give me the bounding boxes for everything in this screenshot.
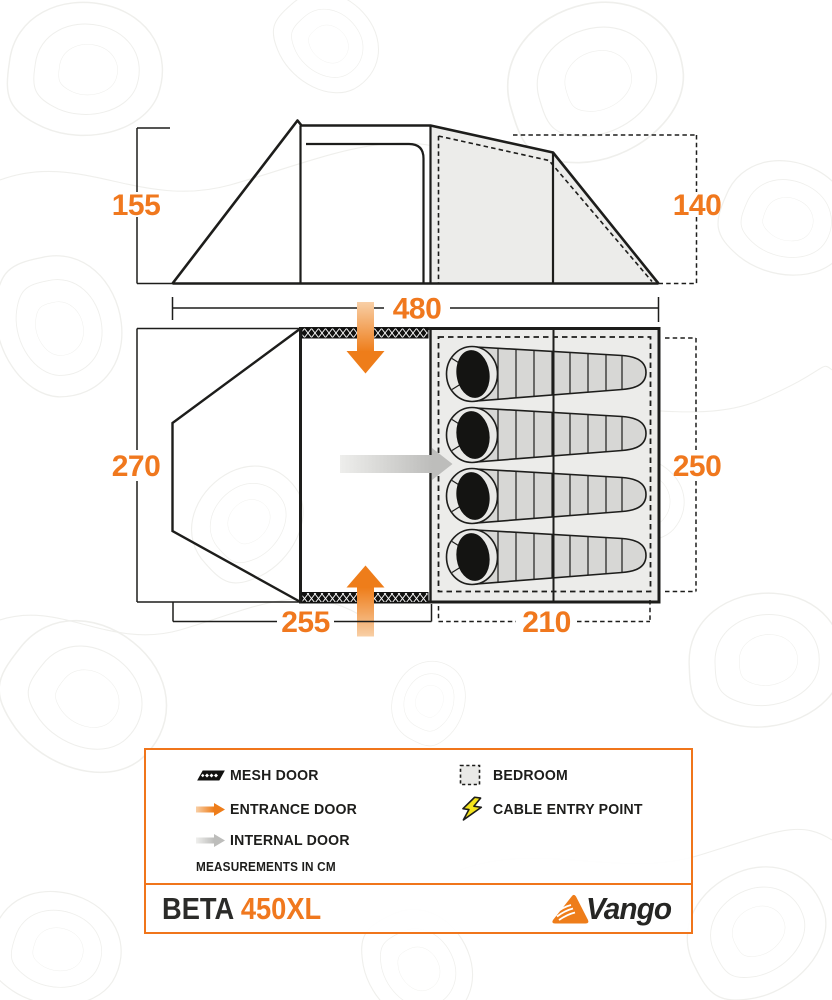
legend-label-bedroom: BEDROOM <box>493 766 568 784</box>
bedroom-dashed-border <box>437 336 652 593</box>
dim-label-140: 140 <box>673 189 722 222</box>
legend-item-bedroom: BEDROOM <box>459 764 573 786</box>
legend-label-cable-entry: CABLE ENTRY POINT <box>493 800 643 818</box>
entrance-door-arrow-bottom <box>346 565 385 637</box>
dimension-270 <box>136 327 299 603</box>
elevation-door-outline <box>306 142 425 284</box>
dim-label-480: 480 <box>393 293 442 326</box>
vango-logo: Vango <box>550 891 675 927</box>
dim-label-250: 250 <box>673 450 722 483</box>
dimension-480: 480 <box>171 293 660 326</box>
elevation-inner-tent-dashed <box>437 135 653 283</box>
porch-outline <box>171 327 302 604</box>
entrance-door-arrow-icon <box>196 802 230 817</box>
elevation-outline <box>171 119 660 285</box>
floor-plan-view: 270 250 255 210 <box>112 302 722 639</box>
dimension-155 <box>136 127 173 285</box>
legend-item-internal-door: INTERNAL DOOR <box>196 829 357 851</box>
legend-item-entrance-door: ENTRANCE DOOR <box>196 798 365 820</box>
model-title: BETA 450XL <box>162 891 321 927</box>
model-name: BETA <box>162 890 234 926</box>
dim-label-255: 255 <box>281 606 330 639</box>
vango-triangle-icon <box>552 894 589 923</box>
tent-diagram: 155 140 480 <box>112 119 722 639</box>
dim-label-210: 210 <box>522 606 571 639</box>
elevation-bedroom-area <box>430 126 659 284</box>
legend-item-mesh-door: MESH DOOR <box>196 764 324 786</box>
legend-label-internal-door: INTERNAL DOOR <box>230 831 350 849</box>
dimension-210 <box>437 600 651 623</box>
dim-label-270: 270 <box>112 450 161 483</box>
bedroom-swatch-icon <box>459 764 493 786</box>
legend-label-entrance-door: ENTRANCE DOOR <box>230 800 358 818</box>
dimension-255 <box>172 602 433 623</box>
legend-box: MESH DOOR ENTRANCE DOOR <box>144 748 693 934</box>
internal-door-arrow-icon <box>196 833 230 848</box>
footer-bar: BETA 450XL Vango <box>146 883 691 932</box>
elevation-view: 155 140 <box>112 119 722 285</box>
internal-door-arrow <box>340 448 453 480</box>
cable-entry-icon <box>459 795 493 823</box>
dim-label-155: 155 <box>112 189 161 222</box>
legend-item-cable-entry: CABLE ENTRY POINT <box>459 795 652 823</box>
dimension-140 <box>513 134 698 285</box>
entrance-door-arrow-top <box>346 302 385 374</box>
floorplan-outline <box>299 327 661 604</box>
measurements-note: MEASUREMENTS IN CM <box>196 860 336 874</box>
brand-name: Vango <box>586 890 672 926</box>
legend-label-mesh-door: MESH DOOR <box>230 766 319 784</box>
model-variant: 450XL <box>240 890 322 926</box>
mesh-door-icon <box>196 769 230 782</box>
dimension-250 <box>665 337 697 593</box>
